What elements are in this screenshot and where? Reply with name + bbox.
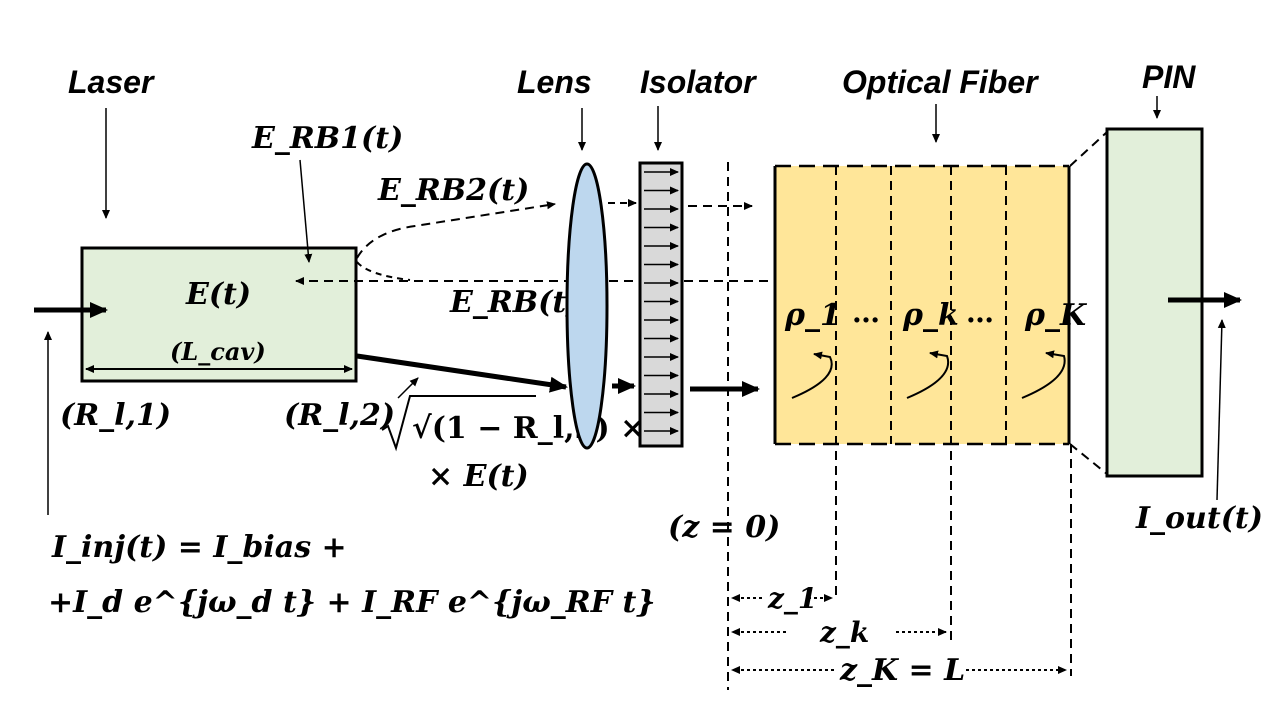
reflection-curve-K	[1021, 350, 1066, 399]
isolator-label: Isolator	[640, 64, 757, 100]
transmission-line-2: × E(t)	[428, 459, 529, 494]
reflectivity-r1-label: (R_l,1)	[60, 398, 171, 433]
isolator	[638, 161, 684, 448]
z-zero-label: (z = 0)	[668, 510, 780, 545]
sqrt-sign	[381, 395, 536, 452]
lens-label: Lens	[517, 64, 592, 100]
distance-zk-label: z_k	[819, 616, 869, 649]
rb1-pointer-arrow	[299, 159, 313, 263]
laser-output-beam	[356, 353, 568, 393]
transmission-pointer-arrow	[397, 377, 419, 399]
back-reflection-rb2-label: E_RB2(t)	[377, 173, 529, 208]
lens	[565, 162, 609, 450]
injection-current-line-2: +I_d e^{jω_d t} + I_RF e^{jω_RF t}	[48, 585, 656, 620]
optical-fiber: ρ_1 … ρ_k … ρ_K	[773, 164, 1088, 676]
distance-z1-label: z_1	[767, 582, 817, 615]
distance-zK-label: z_K = L	[839, 653, 965, 688]
fiber-body	[775, 166, 1069, 444]
pin-taper-top	[1069, 131, 1108, 167]
rb2-dashed-path	[356, 201, 556, 259]
isolator-direction-arrows	[644, 168, 679, 435]
reflection-curve-k	[906, 350, 950, 399]
isolator-body	[638, 161, 684, 448]
reflection-rho-1: ρ_1	[784, 298, 841, 333]
optical-fiber-label: Optical Fiber	[842, 64, 1039, 100]
reflection-rho-k: ρ_k	[902, 298, 959, 333]
i-out-pointer-arrow	[1216, 319, 1226, 501]
rb-curve-dashed	[356, 261, 411, 281]
pin-taper-bottom	[1069, 443, 1108, 475]
back-reflection-rb1-label: E_RB1(t)	[251, 121, 403, 156]
transmission-coefficient: √(1 − R_l,2) × × E(t)	[381, 395, 645, 494]
fiber-ellipsis-2: …	[966, 296, 994, 329]
fiber-ellipsis-1: …	[852, 296, 880, 329]
transmission-line-1: √(1 − R_l,2) ×	[412, 411, 645, 446]
laser-field-label: E(t)	[185, 277, 251, 312]
reflectivity-r2-label: (R_l,2)	[284, 398, 395, 433]
output-current-label: I_out(t)	[1135, 501, 1263, 536]
laser-cavity	[80, 246, 358, 383]
reflection-rho-K: ρ_K	[1024, 298, 1088, 333]
injection-current-line-1: I_inj(t) = I_bias +	[51, 530, 347, 565]
laser-label: Laser	[68, 64, 155, 100]
cavity-length-label: (L_cav)	[170, 337, 266, 366]
back-reflection-rb-label: E_RB(t)	[449, 285, 580, 320]
pin-label: PIN	[1142, 59, 1196, 95]
reflection-curve-1	[791, 351, 833, 399]
